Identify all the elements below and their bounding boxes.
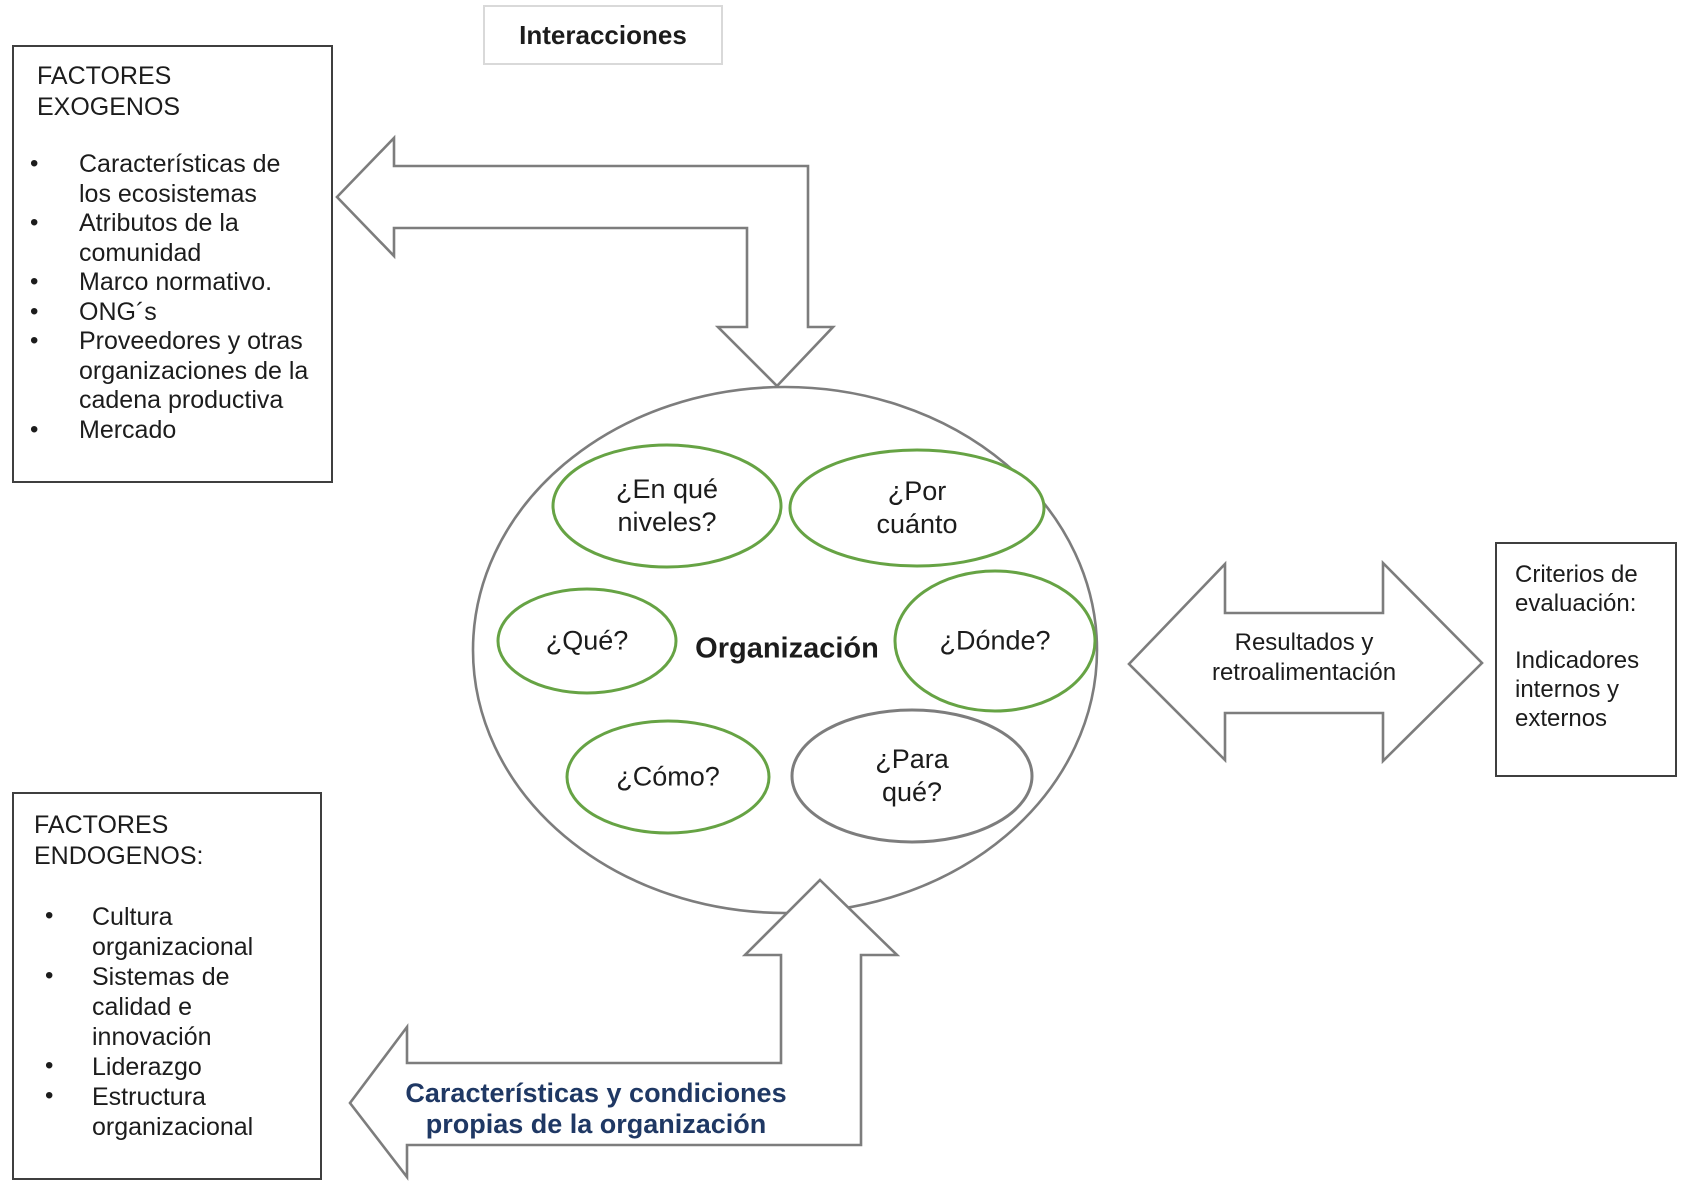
endogenous-factors-heading: FACTORES ENDOGENOS: (34, 811, 204, 870)
organization-label: Organización (695, 632, 879, 665)
list-item: Características de los ecosistemas (30, 149, 331, 209)
organization-conditions-caption: Características y condiciones propias de… (405, 1078, 787, 1139)
list-item: ONG´s (30, 297, 331, 328)
list-item: Estructura organizacional (45, 1081, 320, 1142)
interactions-elbow-arrow (335, 134, 837, 388)
results-arrow-label: Resultados y retroalimentación (1211, 629, 1397, 686)
list-item: Atributos de la comunidad (30, 208, 331, 268)
list-item: Marco normativo. (30, 267, 331, 298)
question-label-como: ¿Cómo? (616, 761, 720, 792)
diagram-title: Interacciones (519, 19, 687, 50)
list-item: Sistemas de calidad e innovación (45, 961, 320, 1052)
question-ellipse-para-que (790, 708, 1034, 844)
question-label-que: ¿Qué? (545, 625, 629, 656)
list-item: Cultura organizacional (45, 901, 320, 962)
evaluation-criteria-heading: Criterios de evaluación: (1515, 561, 1638, 617)
question-label-en-que-niveles: ¿En qué niveles? (615, 474, 719, 537)
exogenous-factors-list: Características de los ecosistemas Atrib… (14, 149, 331, 446)
evaluation-criteria-body: Indicadores internos y externos (1515, 647, 1640, 732)
diagram-title-box: Interacciones (483, 5, 723, 65)
question-label-por-cuanto: ¿Por cuánto (876, 476, 958, 539)
question-ellipse-donde (893, 569, 1097, 713)
results-double-arrow (1127, 559, 1484, 765)
exogenous-factors-heading: FACTORES EXOGENOS (37, 62, 181, 121)
question-label-donde: ¿Dónde? (939, 625, 1051, 656)
list-item: Mercado (30, 415, 331, 446)
list-item: Liderazgo (45, 1051, 320, 1082)
question-label-para-que: ¿Para qué? (875, 744, 949, 807)
evaluation-criteria-box: Criterios de evaluación: Indicadores int… (1495, 542, 1677, 777)
question-ellipse-en-que-niveles (551, 443, 783, 569)
exogenous-factors-box: FACTORES EXOGENOS Características de los… (12, 45, 333, 483)
question-ellipse-que (496, 587, 678, 695)
endogenous-factors-box: FACTORES ENDOGENOS: Cultura organizacion… (12, 792, 322, 1180)
list-item: Proveedores y otras organizaciones de la… (30, 326, 331, 416)
question-ellipse-como (565, 719, 771, 835)
question-ellipse-por-cuanto (788, 448, 1046, 568)
organization-conditions-elbow-arrow (348, 878, 901, 1181)
endogenous-factors-list: Cultura organizacional Sistemas de calid… (14, 901, 320, 1142)
